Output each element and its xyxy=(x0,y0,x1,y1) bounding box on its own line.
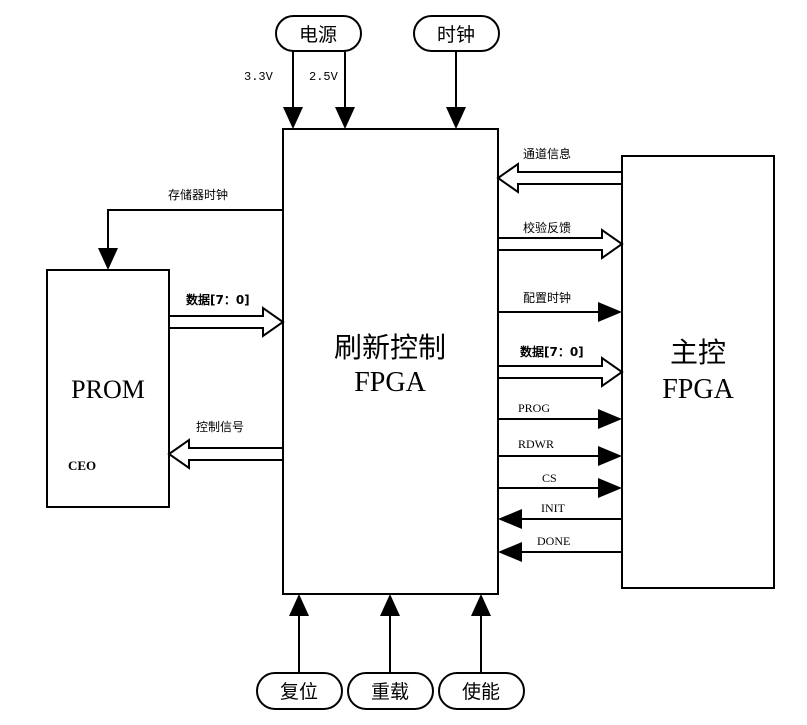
memory-clock-arrowhead xyxy=(98,248,118,270)
memory-clock-label: 存储器时钟 xyxy=(168,187,228,202)
init-arrowhead xyxy=(498,509,522,529)
reload-arrowhead xyxy=(380,594,400,616)
prog-arrowhead xyxy=(598,409,622,429)
refresh-control-fpga-label-2: FPGA xyxy=(354,367,426,398)
clock-input-label: 时钟 xyxy=(437,24,475,46)
config-data-label: 数据[7：0] xyxy=(520,344,584,359)
refresh-control-fpga-label: 刷新控制 xyxy=(334,332,446,364)
master-fpga-label: 主控 xyxy=(670,337,726,369)
channel-info-label: 通道信息 xyxy=(523,146,571,161)
reset-arrowhead xyxy=(289,594,309,616)
rdwr-label: RDWR xyxy=(518,437,554,451)
power-2v5-label: 2.5V xyxy=(309,70,339,84)
config-data-arrow xyxy=(497,356,624,388)
prog-label: PROG xyxy=(518,401,550,415)
control-signal-label: 控制信号 xyxy=(196,420,244,434)
power-3v3-label: 3.3V xyxy=(244,70,274,84)
init-label: INIT xyxy=(541,501,566,515)
clock-arrowhead xyxy=(446,107,466,129)
memory-clock-line xyxy=(107,209,283,250)
reset-input-label: 复位 xyxy=(280,681,318,703)
config-clock-arrowhead xyxy=(598,302,622,322)
prom-data-arrow xyxy=(168,306,285,338)
power-input-label: 电源 xyxy=(299,24,337,46)
prom-label: PROM xyxy=(71,375,145,404)
cs-label: CS xyxy=(542,471,557,485)
control-signal-arrow xyxy=(167,438,284,470)
verify-feedback-arrow xyxy=(497,228,624,260)
reload-input-label: 重载 xyxy=(371,681,409,703)
power-3v3-arrowhead xyxy=(283,107,303,129)
prom-data-label: 数据[7：0] xyxy=(186,292,250,307)
enable-input-label: 使能 xyxy=(462,681,500,703)
power-input-pill xyxy=(275,15,362,52)
config-clock-label: 配置时钟 xyxy=(523,290,571,305)
power-2v5-arrowhead xyxy=(335,107,355,129)
master-fpga-label-2: FPGA xyxy=(662,374,734,405)
channel-info-arrow xyxy=(496,162,623,194)
verify-feedback-label: 校验反馈 xyxy=(523,220,571,235)
rdwr-arrowhead xyxy=(598,446,622,466)
prom-block xyxy=(46,269,170,508)
cs-arrowhead xyxy=(598,478,622,498)
refresh-control-fpga-block xyxy=(282,128,499,595)
prom-ceo-label: CEO xyxy=(68,458,96,473)
enable-arrowhead xyxy=(471,594,491,616)
done-arrowhead xyxy=(498,542,522,562)
done-label: DONE xyxy=(537,534,570,548)
master-fpga-block xyxy=(621,155,775,589)
